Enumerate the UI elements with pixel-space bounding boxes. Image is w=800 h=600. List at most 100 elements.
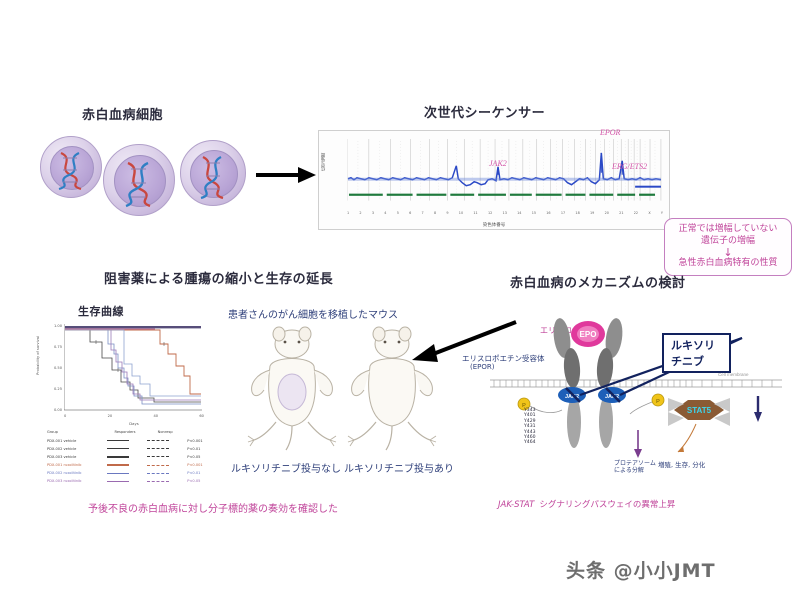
gene-label-jak2: JAK2 [489, 159, 507, 168]
cells-panel-label: 赤白血病細胞 [82, 104, 163, 123]
dna-helix-icon [58, 151, 82, 191]
legend-swatch [106, 456, 129, 458]
sequencer-y-axis-label: 信号強度 [321, 153, 326, 171]
proteasome-note: プロテアソーム による分解 [614, 460, 656, 474]
callout-line-2: 遺伝子の増幅 [700, 235, 755, 246]
cell-nucleus [114, 155, 166, 207]
mouse-treated [347, 326, 437, 451]
legend-row: PDX-002 ruxolitinib P<0.01 [46, 471, 214, 477]
epor-label-text: エリスロポエチン受容体 [462, 354, 545, 363]
legend-row-stat: P<0.001 [187, 463, 203, 468]
cells-label-text: 赤白血病細胞 [82, 108, 164, 123]
legend-row-stat: P<0.05 [187, 479, 201, 484]
jak-stat-pathway-diagram: エリスロポエチン エリスロポエチン受容体 (EPOR) [462, 300, 798, 515]
survival-y-axis-label: Probability of survival [36, 336, 40, 375]
survival-chart: Probability of survival 1.00 0.75 0.50 0… [36, 318, 208, 430]
sequencer-x-axis-label: 染色体番号 [482, 223, 506, 228]
legend-row-stat: P<0.001 [187, 438, 203, 443]
leukemia-cell [103, 144, 175, 216]
legend-swatch [106, 448, 129, 450]
mouse-treated-label: ルキソリチニブ投与あり [344, 457, 454, 476]
legend-row-stat: P<0.05 [187, 454, 201, 459]
survival-x-ticks: 0 20 40 60 [64, 414, 204, 418]
bottom-caption: 予後不良の赤白血病に対し分子標的薬の奏効を確認した [88, 497, 338, 516]
mouse-untreated-label: ルキソリチニブ投与なし [231, 457, 341, 476]
pathway-caption-text: シグナリングパスウェイの異常上昇 [539, 500, 676, 510]
callout-line-3: 急性赤白血病特有の性質 [678, 258, 778, 269]
legend-row: PDX-001 ruxolitinib P<0.001 [46, 463, 214, 469]
svg-text:P: P [522, 403, 526, 409]
phospho-site: Y464 [524, 440, 536, 446]
phospho-site: Y401 [524, 413, 536, 419]
legend-swatch [106, 464, 129, 466]
y-tick: 0.75 [53, 345, 62, 349]
phospho-site: Y460 [524, 435, 536, 441]
epor-label-sub: (EPOR) [470, 363, 495, 371]
legend-header-nonresp: Nonresp [157, 430, 173, 435]
survival-x-axis-label: Days [129, 421, 139, 426]
legend-row: PDX-003 vehicle P<0.05 [46, 455, 214, 461]
watermark: 头条 @小小JMT [566, 560, 716, 582]
pathway-caption-gene: JAK-STAT [498, 500, 535, 510]
ruxolitinib-drug-label: ルキソリチニブ [671, 339, 715, 368]
legend-swatch-dashed [147, 448, 170, 450]
callout-line-1: 正常では増幅していない [678, 224, 778, 235]
epor-label: エリスロポエチン受容体 (EPOR) [462, 354, 545, 371]
gene-label-erg-ets2: ERG/ETS2 [612, 162, 648, 171]
cell-nucleus [190, 150, 238, 198]
legend-header-group: Group [47, 430, 58, 435]
x-tick: 20 [107, 414, 113, 418]
legend-swatch [106, 472, 129, 474]
legend-row-name: PDX-003 vehicle [47, 454, 77, 459]
survival-chart-title: 生存曲線 [78, 300, 124, 319]
proteasome-note-sub: による分解 [614, 467, 644, 475]
proteasome-note-text: プロテアソーム [614, 460, 656, 467]
legend-swatch-dashed [147, 464, 170, 466]
phospho-site: Y343 [524, 408, 536, 413]
callout-arrow-icon: ↓ [723, 246, 733, 260]
phospho-site: Y429 [524, 418, 536, 424]
svg-text:EPO: EPO [580, 330, 597, 339]
mouse-untreated [247, 326, 337, 451]
gene-label-epor: EPOR [600, 128, 621, 137]
legend-swatch [106, 439, 129, 442]
svg-text:STAT5: STAT5 [687, 406, 712, 415]
legend-row-name: PDX-001 vehicle [47, 438, 77, 443]
arrow-cells-to-sequencer [256, 167, 316, 183]
y-tick: 0.50 [53, 366, 62, 370]
sequencer-label-text: 次世代シーケンサー [424, 106, 546, 121]
leukemia-cell-group [40, 128, 260, 216]
legend-swatch-dashed [147, 440, 170, 442]
phospho-site: Y443 [524, 429, 536, 435]
mice-caption: 患者さんのがん細胞を移植したマウス [228, 303, 398, 322]
legend-row-name: PDX-001 ruxolitinib [47, 463, 82, 468]
legend-row: PDX-002 vehicle P<0.01 [46, 446, 214, 452]
svg-text:Cell membrane: Cell membrane [718, 372, 749, 377]
legend-swatch-dashed [147, 480, 170, 482]
x-tick: 60 [199, 414, 204, 418]
stat-outcome-note-text: 増殖, 生存, 分化 [658, 461, 706, 469]
cell-nucleus [50, 146, 94, 190]
y-tick: 1.00 [53, 324, 62, 328]
legend-row-name: PDX-003 ruxolitinib [47, 479, 82, 484]
left-section-title: 阻害薬による腫瘍の縮小と生存の延長 [104, 268, 333, 287]
legend-row: PDX-001 vehicle P<0.001 [46, 438, 214, 444]
x-tick: 0 [64, 414, 67, 418]
x-tick: 40 [153, 414, 159, 418]
legend-row: PDX-003 ruxolitinib P<0.05 [46, 479, 214, 485]
dna-helix-icon [200, 155, 224, 200]
phospho-site: Y431 [524, 424, 536, 430]
ruxolitinib-drug-box: ルキソリチニブ [662, 333, 731, 373]
mice-caption-text: 患者さんのがん細胞を移植したマウス [228, 310, 398, 321]
arrow-pathway-to-mice [412, 320, 517, 362]
survival-chart-title-text: 生存曲線 [78, 305, 124, 318]
phospho-site-list: Y343 Y401 Y429 Y431 Y443 Y460 Y464 [524, 408, 536, 446]
right-section-title-text: 赤白血病のメカニズムの検討 [510, 276, 686, 291]
svg-text:JAK2: JAK2 [605, 394, 619, 400]
mouse-untreated-label-text: ルキソリチニブ投与なし [231, 464, 341, 475]
pathway-caption: JAK-STAT シグナリングパスウェイの異常上昇 [498, 492, 675, 511]
leukemia-cell [180, 140, 246, 206]
legend-swatch [106, 480, 129, 483]
mouse-treated-label-text: ルキソリチニブ投与あり [344, 464, 454, 475]
right-section-title: 赤白血病のメカニズムの検討 [510, 272, 686, 291]
